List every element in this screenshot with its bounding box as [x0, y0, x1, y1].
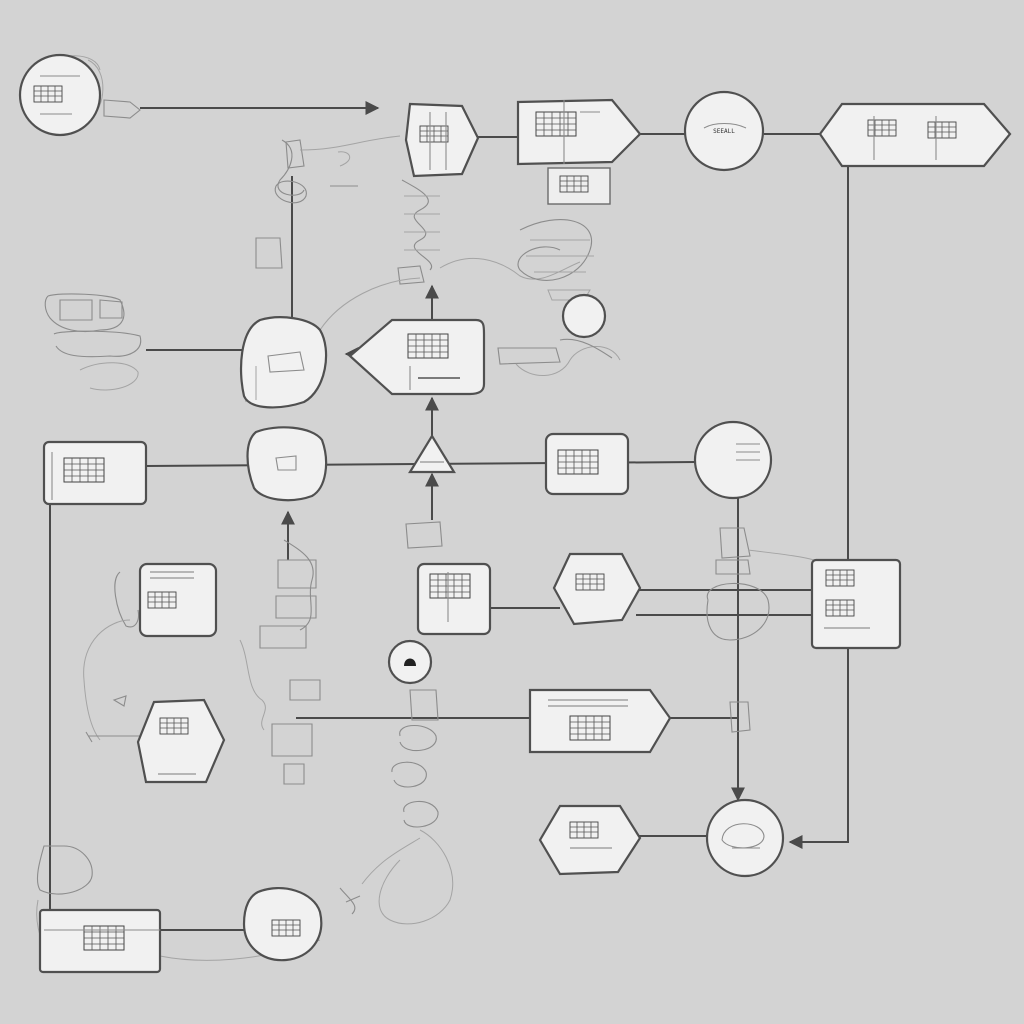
bottom-right-circle-node[interactable] [705, 798, 785, 878]
triangle-node[interactable] [408, 433, 456, 474]
right-hexagon-node[interactable] [552, 552, 642, 626]
right-middle-circle-node[interactable] [693, 420, 773, 500]
middle-left-table-node[interactable] [42, 440, 148, 506]
top-circle-node[interactable]: SEEALL [683, 90, 765, 172]
middle-circle-node[interactable] [246, 426, 328, 502]
top-hexagon-node[interactable] [404, 102, 480, 178]
top-circle-label: SEEALL [713, 128, 735, 135]
far-right-table-node[interactable] [810, 558, 902, 650]
top-right-arrow-node[interactable] [818, 102, 1012, 168]
bottom-hexagon-node[interactable] [538, 804, 642, 876]
top-pentagon-node[interactable] [516, 98, 642, 166]
left-rounded-node[interactable] [239, 316, 328, 409]
center-pentagon-node[interactable] [348, 318, 486, 396]
small-circle-node[interactable] [561, 293, 607, 339]
left-lower-table-node[interactable] [138, 562, 218, 638]
center-lower-table-node[interactable] [416, 562, 492, 636]
start-circle-node[interactable] [18, 53, 102, 137]
lock-icon [404, 658, 416, 666]
sketch-strokes [29, 55, 815, 961]
left-lower-hexagon-node[interactable] [136, 698, 226, 784]
edge-left-vertical [49, 478, 66, 931]
top-pentagon-subtable [547, 167, 611, 205]
wide-arrow-node[interactable] [528, 688, 672, 754]
edge-right-vertical [788, 164, 849, 849]
bottom-left-table-node[interactable] [38, 908, 162, 974]
middle-right-table-node[interactable] [544, 432, 630, 496]
lock-circle-node[interactable] [387, 639, 433, 685]
bottom-circle-node[interactable] [242, 887, 323, 962]
